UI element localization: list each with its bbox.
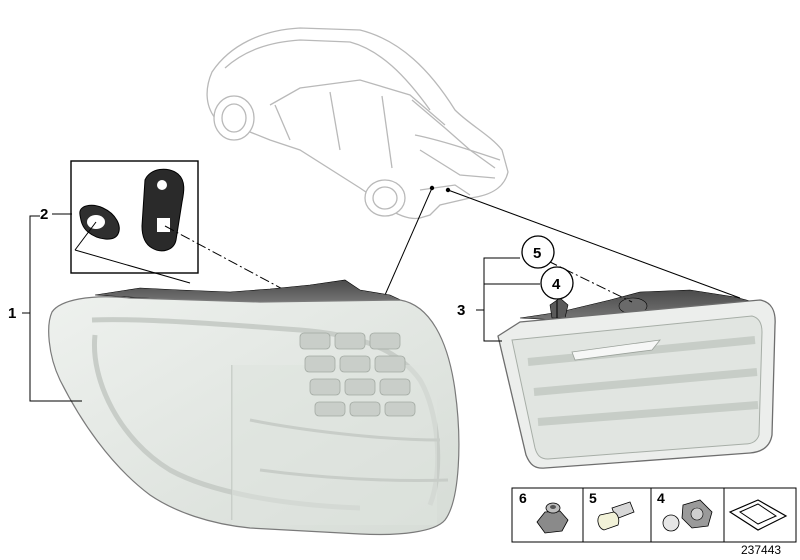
leader-outer-light: [384, 187, 433, 296]
image-id: 237443: [741, 543, 781, 557]
callout-1: 1: [8, 305, 16, 322]
parts-item-4-label: 4: [657, 490, 665, 506]
callout-4-bubble: 4: [540, 266, 574, 300]
inner-tail-light: [497, 289, 776, 469]
bulb-socket-icon: [662, 499, 713, 532]
parts-item-5-label: 5: [589, 490, 597, 506]
small-parts-strip: 6 5 4: [511, 487, 797, 543]
parts-item-6-label: 6: [519, 490, 527, 506]
leader-inner-light: [447, 189, 741, 299]
callout-4: 4: [552, 276, 561, 293]
callout-5-bubble: 5: [521, 235, 555, 269]
vehicle-outline: [206, 27, 509, 220]
bulb-icon: [597, 501, 635, 531]
callout-5: 5: [533, 245, 541, 262]
outer-tail-light: [48, 279, 460, 536]
callout-2: 2: [40, 206, 48, 223]
nut-icon: [536, 502, 569, 534]
callout-brackets: [22, 213, 540, 402]
callout-3: 3: [457, 302, 465, 319]
gasket-detail-box: [70, 160, 291, 294]
seal-strip-icon: [728, 499, 788, 531]
